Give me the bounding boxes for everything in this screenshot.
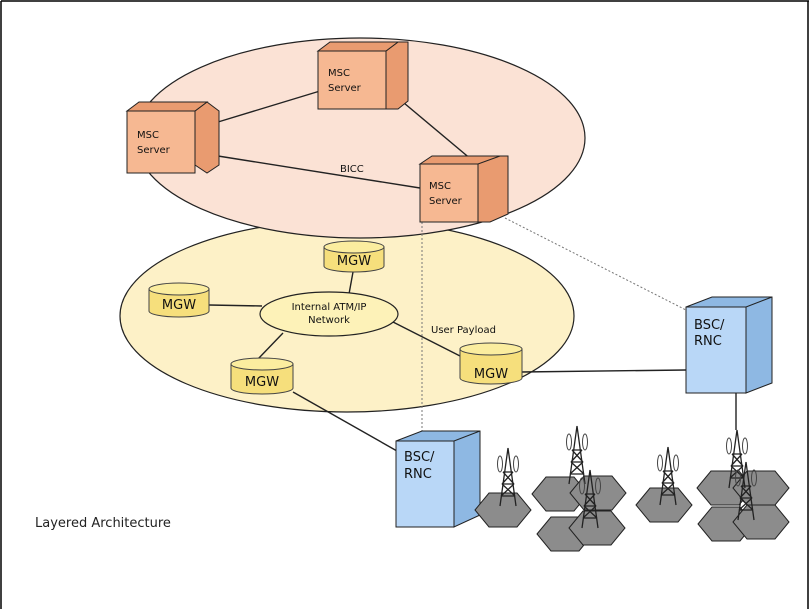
mgw-cylinder-icon: MGW	[230, 357, 294, 395]
server-link	[217, 90, 321, 123]
bsc-rnc-label: BSC/	[694, 318, 725, 333]
cell-tower-icon	[735, 461, 757, 521]
hexagonal-cell-icon	[474, 492, 532, 528]
cell-tower-icon	[657, 446, 679, 506]
msc-server-label: MSC	[328, 68, 350, 79]
internal-network-label: Internal ATM/IP	[292, 302, 367, 313]
bsc-rnc-label: BSC/	[404, 450, 435, 465]
bsc-rnc-cabinet-icon: BSC/ RNC	[395, 430, 481, 528]
mgw-link	[520, 369, 687, 373]
user-payload-label: User Payload	[431, 325, 496, 336]
msc-server-icon: MSC Server	[418, 155, 509, 223]
bsc-rnc-label: RNC	[694, 334, 722, 349]
cell-tower-icon	[566, 425, 588, 485]
bicc-link-label: BICC	[340, 164, 364, 175]
server-link	[217, 155, 421, 189]
mgw-link	[208, 304, 263, 307]
msc-server-label: MSC	[429, 181, 451, 192]
mgw-cylinder-icon: MGW	[459, 342, 523, 385]
mgw-label: MGW	[337, 254, 371, 269]
msc-server-icon: MSC Server	[316, 41, 409, 110]
msc-server-label: MSC	[137, 130, 159, 141]
msc-server-label: Server	[328, 83, 362, 94]
msc-server-label: Server	[429, 196, 463, 207]
mgw-link	[292, 391, 398, 452]
mgw-link	[348, 271, 354, 295]
signalling-link	[504, 217, 687, 311]
mgw-label: MGW	[245, 375, 279, 390]
internal-network: Internal ATM/IP Network	[259, 291, 399, 337]
internal-network-label: Network	[308, 315, 350, 326]
bsc-rnc-label: RNC	[404, 467, 432, 482]
bsc-rnc-cabinet-icon: BSC/ RNC	[685, 296, 773, 394]
hexagonal-cell-icon	[635, 487, 693, 523]
cell-tower-icon	[579, 469, 601, 529]
msc-server-icon: MSC Server	[125, 101, 220, 174]
server-link	[403, 102, 473, 161]
mgw-label: MGW	[162, 298, 196, 313]
cell-tower-icon	[726, 429, 748, 489]
msc-server-label: Server	[137, 145, 171, 156]
mgw-cylinder-icon: MGW	[148, 282, 210, 318]
mgw-link	[392, 321, 463, 358]
cell-tower-icon	[497, 447, 519, 507]
diagram-caption: Layered Architecture	[35, 516, 171, 531]
mgw-link	[257, 332, 284, 360]
mgw-label: MGW	[474, 367, 508, 382]
mgw-cylinder-icon: MGW	[323, 240, 385, 273]
